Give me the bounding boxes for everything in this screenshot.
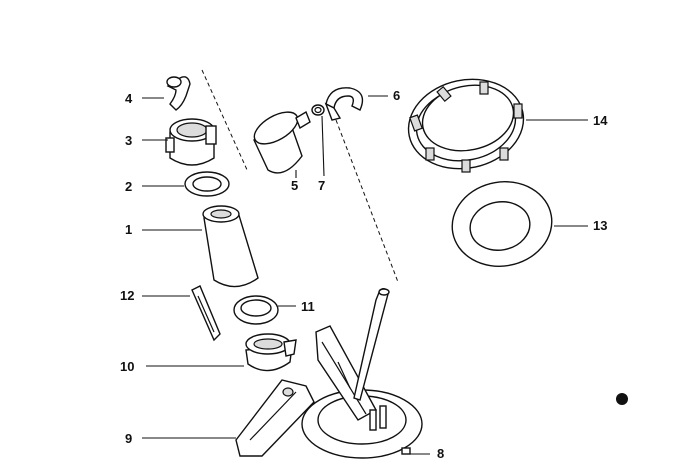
part-11-seal — [233, 295, 279, 325]
callout-7: 7 — [318, 178, 325, 193]
part-6-hose — [324, 87, 364, 121]
leader-7 — [321, 115, 325, 177]
assembly-guide-line-4-5 — [201, 69, 249, 173]
part-1-filter-cylinder — [202, 205, 259, 288]
part-8-flange-plate — [301, 287, 423, 459]
part-10-bracket — [245, 333, 297, 372]
callout-8: 8 — [437, 446, 444, 461]
callout-1: 1 — [125, 222, 132, 237]
dot-marker — [616, 393, 628, 405]
callout-6: 6 — [393, 88, 400, 103]
part-7-small-ring — [311, 104, 325, 116]
callout-4: 4 — [125, 91, 133, 106]
callout-14: 14 — [593, 113, 608, 128]
part-9-float-arm — [235, 379, 315, 457]
callout-11: 11 — [301, 299, 315, 314]
callout-12: 12 — [120, 288, 134, 303]
assembly-guide-line-6-8 — [335, 119, 399, 283]
callout-13: 13 — [593, 218, 607, 233]
callout-5: 5 — [291, 178, 298, 193]
callout-10: 10 — [120, 359, 134, 374]
part-5-pump-cylinder — [253, 110, 311, 174]
part-14-locking-ring — [407, 78, 525, 173]
part-12-retaining-clip — [191, 285, 221, 342]
callout-2: 2 — [125, 179, 132, 194]
part-4-elbow-hose — [166, 76, 191, 111]
callout-3: 3 — [125, 133, 132, 148]
part-3-clamp-ring — [165, 118, 217, 166]
callout-9: 9 — [125, 431, 132, 446]
part-2-seal-ring — [184, 171, 230, 197]
part-13-gasket — [451, 181, 553, 267]
